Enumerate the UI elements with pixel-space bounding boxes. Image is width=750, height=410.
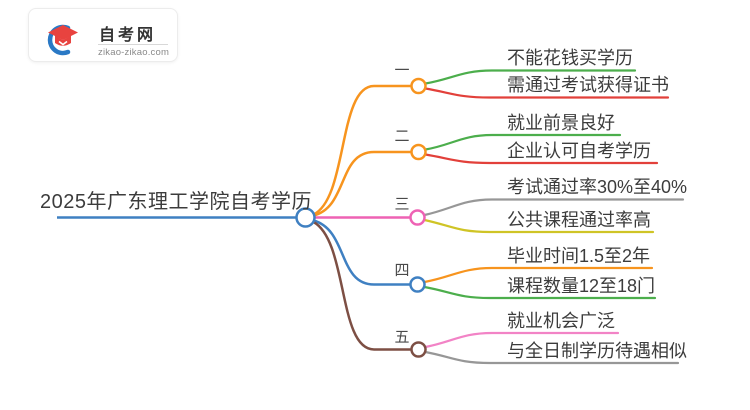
- leaf-4-1-text: 毕业时间1.5至2年: [507, 245, 651, 266]
- leaf-2-2-text: 企业认可自考学历: [507, 140, 651, 161]
- branch-node-4: [409, 276, 426, 293]
- leaf-line-2-1: [424, 133, 622, 151]
- graduation-cap-icon: [47, 24, 78, 56]
- leaf-5-2-text: 与全日制学历待遇相似: [507, 340, 687, 361]
- root-node-circle: [295, 207, 316, 228]
- leaf-line-5-1: [424, 331, 620, 349]
- leaf-3-2-text: 公共课程通过率高: [507, 209, 651, 230]
- branch-4-label: 四: [394, 262, 410, 279]
- logo-divider: [98, 44, 168, 45]
- branch-node-2: [410, 143, 427, 161]
- leaf-line-3-2: [423, 218, 655, 234]
- branch-node-3: [409, 209, 426, 226]
- leaf-1-2-text: 需通过考试获得证书: [507, 75, 669, 95]
- site-url: zikao-zikao.com: [98, 47, 170, 58]
- branch-1-label: 一: [394, 62, 410, 79]
- leaf-4-2-text: 课程数量12至18门: [507, 275, 656, 296]
- branch-node-5: [410, 341, 427, 358]
- branch-node-1: [410, 77, 427, 95]
- leaf-line-3-1: [423, 198, 685, 217]
- branch-3-label: 三: [394, 196, 410, 213]
- site-name: 自考网: [99, 27, 157, 44]
- leaf-5-1-text: 就业机会广泛: [507, 310, 615, 331]
- connector-branch-4: [312, 219, 412, 286]
- leaf-line-1-2: [424, 87, 670, 99]
- connector-branch-1: [312, 84, 412, 216]
- site-logo[interactable]: 自考网 zikao-zikao.com: [28, 8, 178, 62]
- connector-branch-5: [312, 220, 412, 351]
- leaf-line-4-1: [423, 266, 654, 284]
- root-topic: 2025年广东理工学院自考学历: [40, 191, 312, 213]
- branch-5-label: 五: [394, 329, 410, 346]
- leaf-1-1-text: 不能花钱买学历: [507, 48, 633, 68]
- leaf-line-4-2: [423, 285, 657, 300]
- leaf-line-5-2: [424, 350, 680, 365]
- leaf-line-1-1: [424, 69, 637, 85]
- leaf-line-2-2: [424, 153, 659, 165]
- branch-2-label: 二: [394, 128, 410, 145]
- leaf-3-1-text: 考试通过率30%至40%: [507, 177, 688, 197]
- leaf-2-1-text: 就业前景良好: [507, 112, 615, 133]
- connector-branch-2: [312, 150, 412, 217]
